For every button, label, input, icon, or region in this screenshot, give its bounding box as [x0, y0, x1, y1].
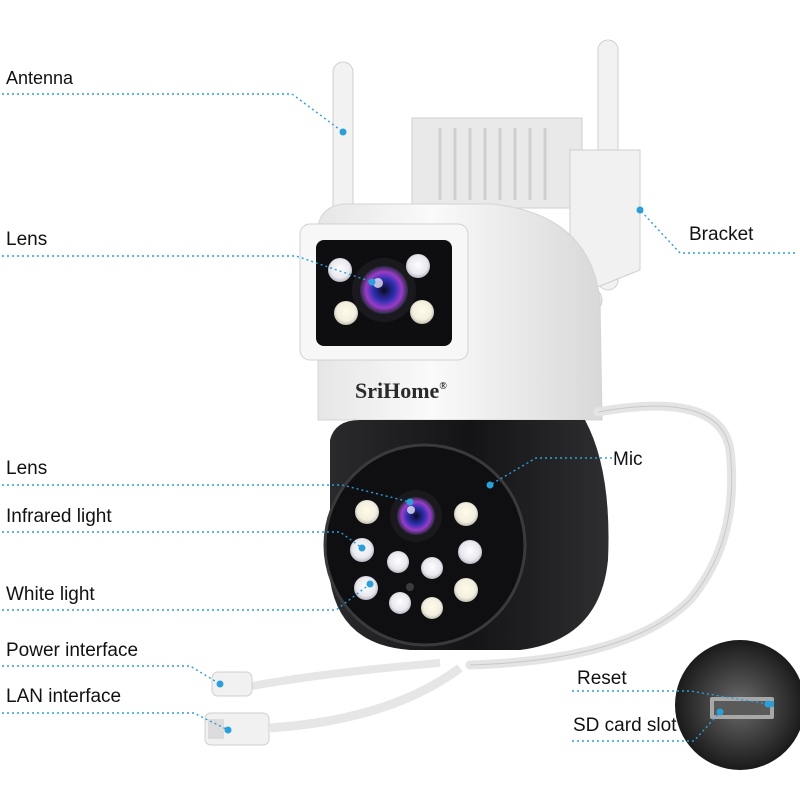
- lower-leds: [350, 500, 482, 619]
- leader-power: [2, 665, 221, 685]
- leader-lens-bottom: [2, 484, 411, 503]
- brand-logo: SriHome®: [355, 378, 447, 403]
- leader-antenna: [2, 93, 344, 133]
- label-lens-bottom: Lens: [6, 458, 48, 479]
- registered-mark: ®: [439, 381, 447, 392]
- top-leds: [328, 254, 434, 325]
- label-lan-interface: LAN interface: [6, 686, 122, 707]
- label-reset: Reset: [577, 668, 627, 689]
- lan-connector: [204, 664, 463, 746]
- label-infrared-light: Infrared light: [6, 506, 112, 527]
- leader-reset: [572, 690, 769, 705]
- leader-mic: [489, 457, 612, 486]
- label-lens-top: Lens: [6, 229, 48, 250]
- sd-slot-inset: [675, 640, 800, 770]
- leader-lan: [2, 712, 229, 731]
- label-bracket: Bracket: [689, 224, 754, 245]
- label-mic: Mic: [613, 449, 643, 470]
- label-sd-card-slot: SD card slot: [573, 715, 677, 736]
- lower-dome: [323, 420, 609, 650]
- label-white-light: White light: [6, 584, 95, 605]
- leader-white: [2, 583, 371, 611]
- leader-bracket: [639, 209, 795, 254]
- label-power-interface: Power interface: [6, 640, 139, 661]
- leader-infrared: [2, 531, 363, 549]
- power-connector: [211, 659, 441, 697]
- label-antenna: Antenna: [6, 68, 74, 88]
- top-lens: [352, 258, 416, 322]
- leader-sd: [572, 711, 721, 742]
